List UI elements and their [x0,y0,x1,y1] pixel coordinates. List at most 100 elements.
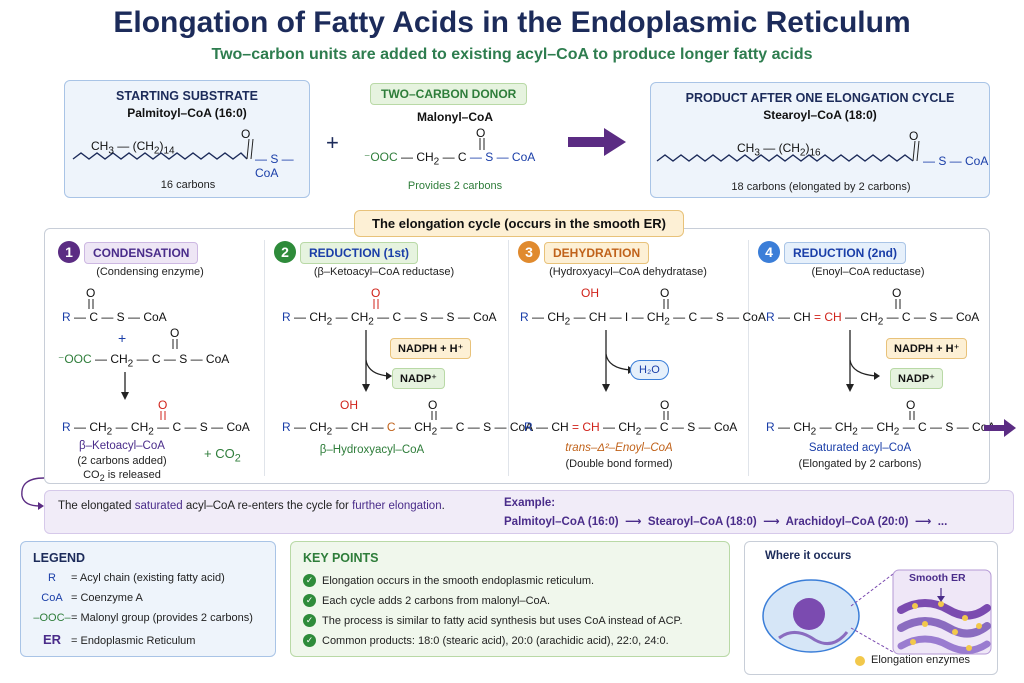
substrate-chain-icon [72,138,254,160]
step2-cofactor-in: NADPH + H⁺ [390,338,472,359]
step4-product: R — CH2 — CH2 — CH2 — C — S — CoA [766,420,996,438]
product-chain-icon [656,140,920,162]
step2-title: REDUCTION (1st) [300,242,419,264]
key-point-item: ✓Common products: 18:0 (stearic acid), 2… [303,634,669,647]
step1-o2: O [170,326,180,340]
step2-double-bond-icon [431,411,437,420]
step1-plus: + [118,330,127,346]
step2-enzyme: (β–Ketoacyl–CoA reductase) [313,266,455,278]
product-formula: CH3 — (CH2)16 [737,141,821,159]
legend-row: CoA= Coenzyme A [41,592,143,604]
step4-arrow-icon [846,330,880,392]
reaction-arrow-icon [568,128,626,156]
product-header: PRODUCT AFTER ONE ELONGATION CYCLE [685,91,955,105]
legend-row: ER= Endoplasmic Reticulum [42,632,196,647]
check-icon: ✓ [303,574,316,587]
substrate-header: STARTING SUBSTRATE [116,89,258,103]
donor-double-bond-icon [479,138,485,150]
donor-name: Malonyl–CoA [416,110,493,124]
check-icon: ✓ [303,594,316,607]
step-divider [508,240,509,476]
check-icon: ✓ [303,634,316,647]
substrate-panel: STARTING SUBSTRATE Palmitoyl–CoA (16:0) … [64,80,310,198]
product-panel: PRODUCT AFTER ONE ELONGATION CYCLE Stear… [650,82,990,198]
step2-o2: O [428,398,438,412]
step2-oh: OH [340,398,358,412]
step2-double-bond-icon [373,299,379,309]
key-point-item: ✓Each cycle adds 2 carbons from malonyl–… [303,594,550,607]
key-points-title: KEY POINTS [303,551,379,565]
step1-double-bond-icon [88,299,94,309]
plus-sign: + [326,130,339,155]
key-point-item: ✓The process is similar to fatty acid sy… [303,614,683,627]
reentry-text: The elongated saturated acyl–CoA re-ente… [58,500,445,512]
step4-enzyme: (Enoyl–CoA reductase) [811,266,925,278]
step1-arrow-icon [121,372,129,400]
step3-o2: O [660,398,670,412]
product-name: Stearoyl–CoA (18:0) [763,108,877,122]
step2-product-name: β–Hydroxyacyl–CoA [319,444,425,456]
cell-illustration-icon [762,569,992,655]
step1-number: 1 [58,241,80,263]
donor-formula: ⁻OOC — CH2 — C — S — CoA [364,150,536,168]
step3-title: DEHYDRATION [544,242,650,264]
step4-double-bond-icon [895,299,901,309]
donor-header: TWO–CARBON DONOR [370,83,528,105]
step3-oh: OH [581,286,599,300]
legend-title: LEGEND [33,551,86,565]
step1-co2: + CO2 [204,446,241,465]
page-subtitle: Two–carbon units are added to existing a… [211,46,813,63]
reentry-arrow-icon [21,477,45,510]
substrate-caption: 16 carbons [160,179,216,191]
step4-product-name: Saturated acyl–CoA [808,442,912,454]
step4-o2: O [906,398,916,412]
step2-number: 2 [274,241,296,263]
step1-product: R — CH2 — CH2 — C — S — CoA [62,420,250,438]
step4-number: 4 [758,241,780,263]
example-label: Example: [504,497,556,509]
example-chain: Palmitoyl–CoA (16:0) ⟶ Stearoyl–CoA (18:… [504,516,948,528]
step1-double-bond-icon [160,411,166,420]
step-divider [748,240,749,476]
step3-product: R — CH = CH — CH2 — C — S — CoA [524,420,738,438]
location-panel: Where it occurs Smooth ER Elongation enz… [744,541,998,675]
step2-cofactor-out: NADP⁺ [392,368,445,389]
step4-o1: O [892,286,902,300]
step4-title: REDUCTION (2nd) [784,242,906,264]
step3-substrate: R — CH2 — CH — I — CH2 — C — S — CoA [520,310,766,328]
key-point-item: ✓Elongation occurs in the smooth endopla… [303,574,594,587]
enzyme-dot-icon [855,656,865,666]
donor-oxygen: O [476,126,486,140]
step3-double-bond-icon [663,411,669,420]
substrate-name: Palmitoyl–CoA (16:0) [127,106,247,120]
step3-double-bond-icon [663,299,669,309]
step4-cofactor-in: NADPH + H⁺ [886,338,968,359]
step3-note: (Double bond formed) [565,458,673,470]
smooth-er-label: Smooth ER [909,572,966,584]
step3-product-name: trans–Δ²–Enoyl–CoA [565,442,673,454]
step1-o3: O [158,398,168,412]
product-scoa: — S — CoA [923,154,989,168]
step2-product: R — CH2 — CH — C — CH2 — C — S — CoA [282,420,534,438]
location-title: Where it occurs [765,550,852,562]
product-oxygen: O [909,129,919,143]
step1-reactant: R — C — S — CoA [62,310,167,324]
step2-arrow-icon [362,330,392,392]
step2-substrate: R — CH2 — CH2 — C — S — S — CoA [282,310,497,328]
step3-number: 3 [518,241,540,263]
step1-o1: O [86,286,96,300]
step4-note: (Elongated by 2 carbons) [798,458,922,470]
step1-double-bond-icon [172,339,178,349]
step1-note2: CO2 is released [83,469,161,484]
cycle-box [44,228,990,484]
step3-water: H₂O [630,360,669,380]
step1-malonyl: ⁻OOC — CH2 — C — S — CoA [58,352,230,370]
legend-row: –OOC–= Malonyl group (provides 2 carbons… [33,612,253,624]
step4-cofactor-out: NADP⁺ [890,368,943,389]
substrate-formula: CH3 — (CH2)14 [91,139,175,157]
key-points-panel: KEY POINTS ✓Elongation occurs in the smo… [290,541,730,657]
step1-enzyme: (Condensing enzyme) [96,266,204,278]
enzyme-legend-text: Elongation enzymes [871,654,971,666]
step2-o1: O [371,286,381,300]
step3-enzyme: (Hydroxyacyl–CoA dehydratase) [549,266,707,278]
